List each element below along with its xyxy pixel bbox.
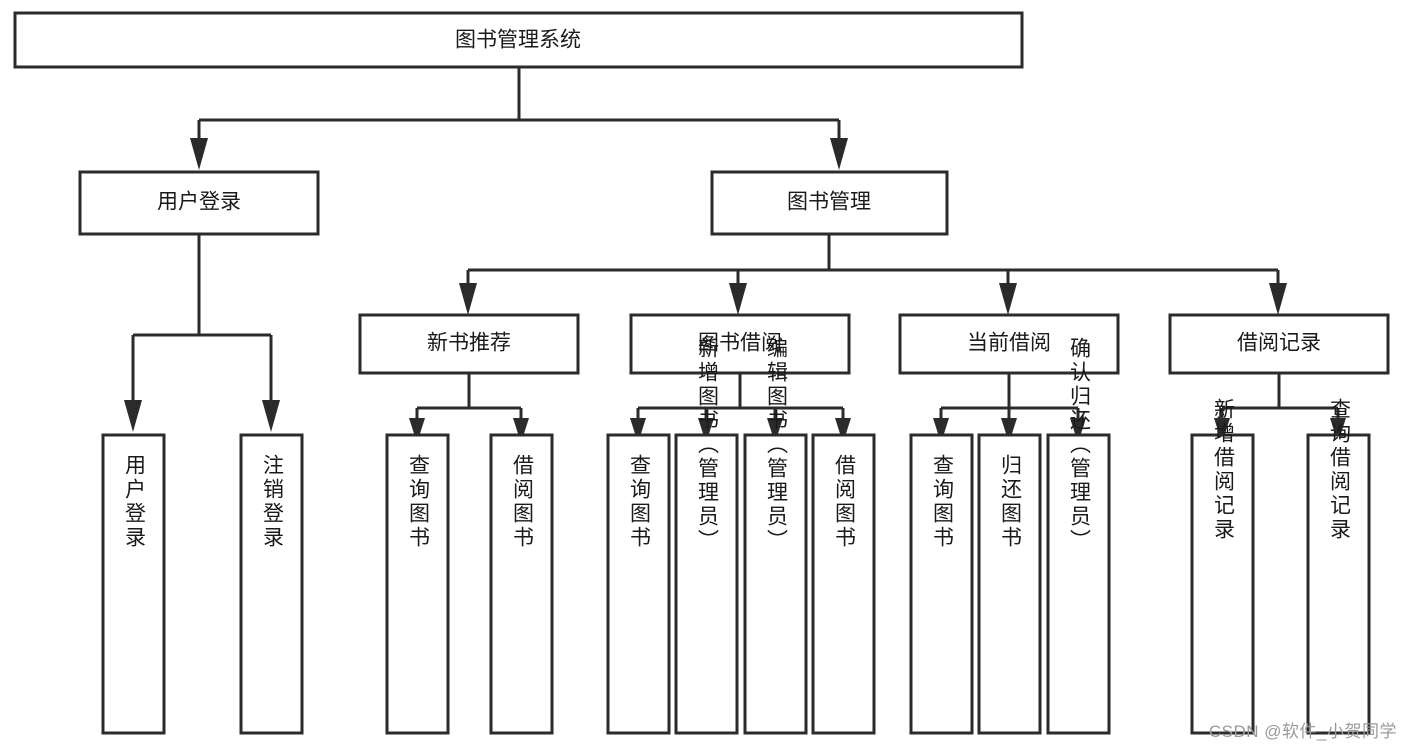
- node-leaf-logout-label: 注销登录: [261, 454, 285, 550]
- node-leaf-query-book-1-label: 查询图书: [407, 454, 431, 550]
- arrow-head-leaf-add-record: [1214, 418, 1230, 443]
- node-leaf-confirm-return[interactable]: 确认归还（管理员）: [1046, 337, 1111, 735]
- node-leaf-user-login-label: 用户登录: [123, 454, 147, 550]
- arrow-head-leaf-query-book-3: [933, 418, 949, 443]
- node-leaf-borrow-book-2[interactable]: 借阅图书: [811, 433, 876, 735]
- arrow-head-leaf-edit-book: [767, 418, 783, 443]
- node-borrow-record-label: 借阅记录: [1237, 332, 1321, 355]
- node-leaf-borrow-book-1-box[interactable]: [489, 433, 554, 735]
- node-leaf-add-book-label: 新增图书（管理员）: [696, 337, 720, 553]
- arrow-head-leaf-confirm-return: [1070, 418, 1086, 443]
- arrow-head-leaf-borrow-book-2: [835, 418, 851, 443]
- node-current-borrow[interactable]: 当前借阅: [898, 313, 1120, 375]
- arrow-head-leaf-query-book-1: [409, 418, 425, 443]
- node-leaf-return-book[interactable]: 归还图书: [977, 433, 1042, 735]
- arrow-head-user-login: [190, 138, 208, 170]
- arrow-head-current-borrow: [999, 283, 1017, 315]
- node-leaf-confirm-return-label: 确认归还（管理员）: [1068, 337, 1092, 553]
- node-leaf-add-record[interactable]: 新增借阅记录: [1190, 398, 1255, 735]
- node-leaf-edit-book[interactable]: 编辑图书（管理员）: [743, 337, 808, 735]
- node-borrow-record[interactable]: 借阅记录: [1168, 313, 1390, 375]
- node-book-manage-box[interactable]: [710, 170, 949, 236]
- node-leaf-query-book-3-box[interactable]: [909, 433, 974, 735]
- node-leaf-add-book[interactable]: 新增图书（管理员）: [674, 337, 739, 735]
- node-root-box[interactable]: [13, 11, 1024, 69]
- node-book-borrow[interactable]: 图书借阅: [629, 313, 851, 375]
- arrow-head-new-book-rec: [459, 283, 477, 315]
- node-leaf-borrow-book-1-label: 借阅图书: [511, 454, 535, 550]
- node-leaf-query-record-box[interactable]: [1306, 433, 1371, 735]
- node-new-book-rec-box[interactable]: [358, 313, 580, 375]
- arrow-head-book-manage: [830, 138, 848, 170]
- node-book-borrow-label: 图书借阅: [698, 332, 782, 355]
- arrow-head-leaf-borrow-book-1: [513, 418, 529, 443]
- node-current-borrow-label: 当前借阅: [967, 332, 1051, 355]
- watermark: CSDN @软件_小贺同学: [1208, 722, 1397, 741]
- node-leaf-return-book-label: 归还图书: [999, 454, 1023, 550]
- arrow-head-leaf-user-login: [124, 400, 142, 432]
- node-root[interactable]: 图书管理系统: [13, 11, 1024, 69]
- arrow-head-leaf-logout: [262, 400, 280, 432]
- connector-layer: [124, 67, 1346, 443]
- node-leaf-add-record-label: 新增借阅记录: [1212, 398, 1236, 542]
- node-leaf-return-book-box[interactable]: [977, 433, 1042, 735]
- node-leaf-query-book-1-box[interactable]: [385, 433, 450, 735]
- node-leaf-borrow-book-2-label: 借阅图书: [833, 454, 857, 550]
- node-leaf-user-login[interactable]: 用户登录: [101, 433, 166, 735]
- arrow-head-leaf-query-record: [1330, 418, 1346, 443]
- node-leaf-confirm-return-box[interactable]: [1046, 433, 1111, 735]
- arrow-head-borrow-record: [1269, 283, 1287, 315]
- node-leaf-query-book-1[interactable]: 查询图书: [385, 433, 450, 735]
- arrow-head-book-borrow: [729, 283, 747, 315]
- node-leaf-borrow-book-1[interactable]: 借阅图书: [489, 433, 554, 735]
- node-leaf-borrow-book-2-box[interactable]: [811, 433, 876, 735]
- arrow-head-leaf-return-book: [1001, 418, 1017, 443]
- node-leaf-add-book-box[interactable]: [674, 433, 739, 735]
- node-leaf-add-record-box[interactable]: [1190, 433, 1255, 735]
- node-root-label: 图书管理系统: [455, 29, 581, 52]
- node-user-login[interactable]: 用户登录: [78, 170, 320, 236]
- node-current-borrow-box[interactable]: [898, 313, 1120, 375]
- arrow-head-leaf-query-book-2: [630, 418, 646, 443]
- node-new-book-rec-label: 新书推荐: [427, 332, 511, 355]
- arrow-head-leaf-add-book: [698, 418, 714, 443]
- node-borrow-record-box[interactable]: [1168, 313, 1390, 375]
- node-leaf-edit-book-label: 编辑图书（管理员）: [765, 337, 789, 553]
- node-book-manage[interactable]: 图书管理: [710, 170, 949, 236]
- node-leaf-query-record[interactable]: 查询借阅记录: [1306, 398, 1371, 735]
- node-book-manage-label: 图书管理: [787, 191, 871, 214]
- node-user-login-box[interactable]: [78, 170, 320, 236]
- node-user-login-label: 用户登录: [157, 191, 241, 214]
- node-new-book-rec[interactable]: 新书推荐: [358, 313, 580, 375]
- node-leaf-logout-box[interactable]: [239, 433, 304, 735]
- node-leaf-query-book-3-label: 查询图书: [931, 454, 955, 550]
- node-leaf-user-login-box[interactable]: [101, 433, 166, 735]
- node-leaf-logout[interactable]: 注销登录: [239, 433, 304, 735]
- node-leaf-query-book-2[interactable]: 查询图书: [606, 433, 671, 735]
- node-leaf-query-book-3[interactable]: 查询图书: [909, 433, 974, 735]
- node-leaf-edit-book-box[interactable]: [743, 433, 808, 735]
- node-leaf-query-book-2-box[interactable]: [606, 433, 671, 735]
- node-book-borrow-box[interactable]: [629, 313, 851, 375]
- node-leaf-query-record-label: 查询借阅记录: [1328, 398, 1352, 542]
- node-leaf-query-book-2-label: 查询图书: [628, 454, 652, 550]
